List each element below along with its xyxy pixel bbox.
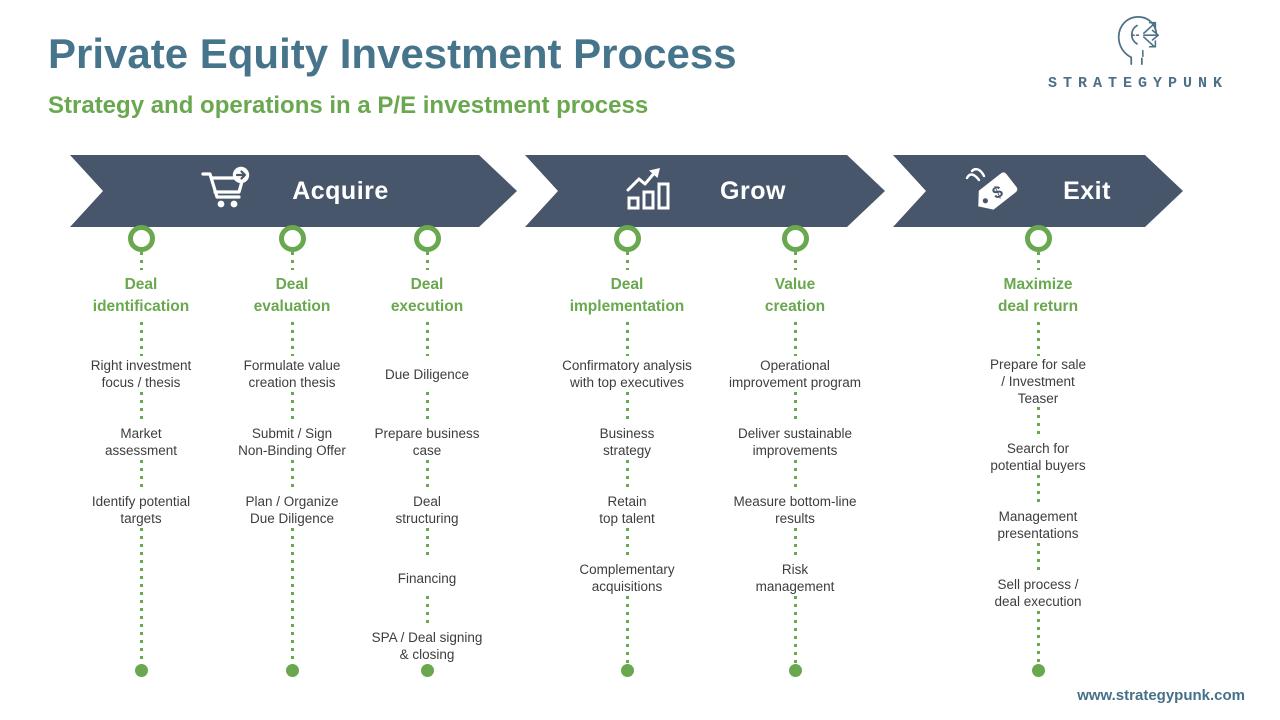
head-arrows-icon xyxy=(1106,15,1170,72)
dotted-connector xyxy=(290,460,294,492)
column-item: SPA / Deal signing & closing xyxy=(371,630,483,662)
dotted-connector xyxy=(625,528,629,560)
dotted-connector xyxy=(793,252,797,270)
column-item: Business strategy xyxy=(599,426,655,458)
phase-arrow-exit: $ Exit xyxy=(893,155,1183,227)
price-tag-icon: $ xyxy=(965,164,1021,219)
column-item: Retain top talent xyxy=(599,494,655,526)
dotted-connector xyxy=(139,528,143,664)
dotted-connector xyxy=(139,392,143,424)
dotted-connector xyxy=(625,252,629,270)
column-item: Prepare for sale / Investment Teaser xyxy=(989,357,1087,406)
dotted-connector xyxy=(290,252,294,270)
dotted-connector xyxy=(290,392,294,424)
dotted-connector xyxy=(625,322,629,356)
phase-arrow-acquire: Acquire xyxy=(70,155,517,227)
phase-label: Acquire xyxy=(292,176,389,205)
dotted-connector xyxy=(290,528,294,664)
column-item: Due Diligence xyxy=(384,366,470,382)
column-heading: Maximize deal return xyxy=(997,276,1079,315)
dotted-connector xyxy=(793,460,797,492)
dotted-connector xyxy=(625,460,629,492)
column-item: Submit / Sign Non-Binding Offer xyxy=(238,426,346,458)
growth-chart-icon xyxy=(624,166,678,217)
column-item: Confirmatory analysis with top executive… xyxy=(562,358,692,390)
column-item: Identify potential targets xyxy=(91,494,191,526)
column-item: Search for potential buyers xyxy=(990,441,1086,473)
phase-arrow-grow: Grow xyxy=(525,155,885,227)
column-item: Management presentations xyxy=(997,509,1079,541)
column-item: Measure bottom-line results xyxy=(733,494,857,526)
dotted-connector xyxy=(625,596,629,664)
dotted-connector xyxy=(425,392,429,424)
dotted-connector xyxy=(425,460,429,492)
column-heading: Deal implementation xyxy=(569,276,685,315)
phase-label: Exit xyxy=(1063,176,1111,205)
dotted-connector xyxy=(1036,475,1040,507)
column-item: Formulate value creation thesis xyxy=(243,358,341,390)
phase-label: Grow xyxy=(720,176,786,205)
column-end-dot xyxy=(788,664,802,677)
brand-logo: STRATEGYPUNK xyxy=(1030,12,1246,92)
page-title: Private Equity Investment Process xyxy=(48,30,737,77)
dotted-connector xyxy=(793,528,797,560)
column-heading: Deal identification xyxy=(92,276,190,315)
column-end-dot xyxy=(620,664,634,677)
dotted-connector xyxy=(793,322,797,356)
phase-node-ring xyxy=(278,225,306,252)
dotted-connector xyxy=(1036,252,1040,270)
column-item: Financing xyxy=(397,570,457,586)
dotted-connector xyxy=(425,252,429,270)
dotted-connector xyxy=(1036,543,1040,575)
phase-node-ring xyxy=(1024,225,1052,252)
phase-node-ring xyxy=(613,225,641,252)
dotted-connector xyxy=(1036,611,1040,664)
column-end-dot xyxy=(420,664,434,677)
dotted-connector xyxy=(1036,407,1040,439)
column-end-dot xyxy=(285,664,299,677)
column-item: Risk management xyxy=(755,562,835,594)
cart-plus-icon xyxy=(198,166,250,217)
brand-name: STRATEGYPUNK xyxy=(1047,75,1229,92)
dotted-connector xyxy=(139,322,143,356)
column-heading: Value creation xyxy=(764,276,826,315)
dotted-connector xyxy=(793,392,797,424)
dotted-connector xyxy=(1036,322,1040,356)
column-end-dot xyxy=(134,664,148,677)
phase-node-ring xyxy=(127,225,155,252)
column-item: Prepare business case xyxy=(374,426,480,458)
column-item: Sell process / deal execution xyxy=(994,577,1082,609)
dotted-connector xyxy=(425,596,429,628)
dotted-connector xyxy=(139,252,143,270)
phase-node-ring xyxy=(781,225,809,252)
dotted-connector xyxy=(290,322,294,356)
column-item: Market assessment xyxy=(104,426,178,458)
dotted-connector xyxy=(425,322,429,356)
dotted-connector xyxy=(625,392,629,424)
column-heading: Deal execution xyxy=(390,276,464,315)
column-item: Complementary acquisitions xyxy=(579,562,675,594)
page-subtitle: Strategy and operations in a P/E investm… xyxy=(48,92,649,119)
column-item: Right investment focus / thesis xyxy=(90,358,192,390)
phase-node-ring xyxy=(413,225,441,252)
column-item: Plan / Organize Due Diligence xyxy=(245,494,339,526)
column-item: Operational improvement program xyxy=(728,358,862,390)
dotted-connector xyxy=(139,460,143,492)
dotted-connector xyxy=(793,596,797,664)
column-item: Deliver sustainable improvements xyxy=(737,426,853,458)
dotted-connector xyxy=(425,528,429,560)
column-item: Deal structuring xyxy=(395,494,459,526)
website-url: www.strategypunk.com xyxy=(1077,687,1245,704)
column-heading: Deal evaluation xyxy=(253,276,331,315)
column-end-dot xyxy=(1031,664,1045,677)
